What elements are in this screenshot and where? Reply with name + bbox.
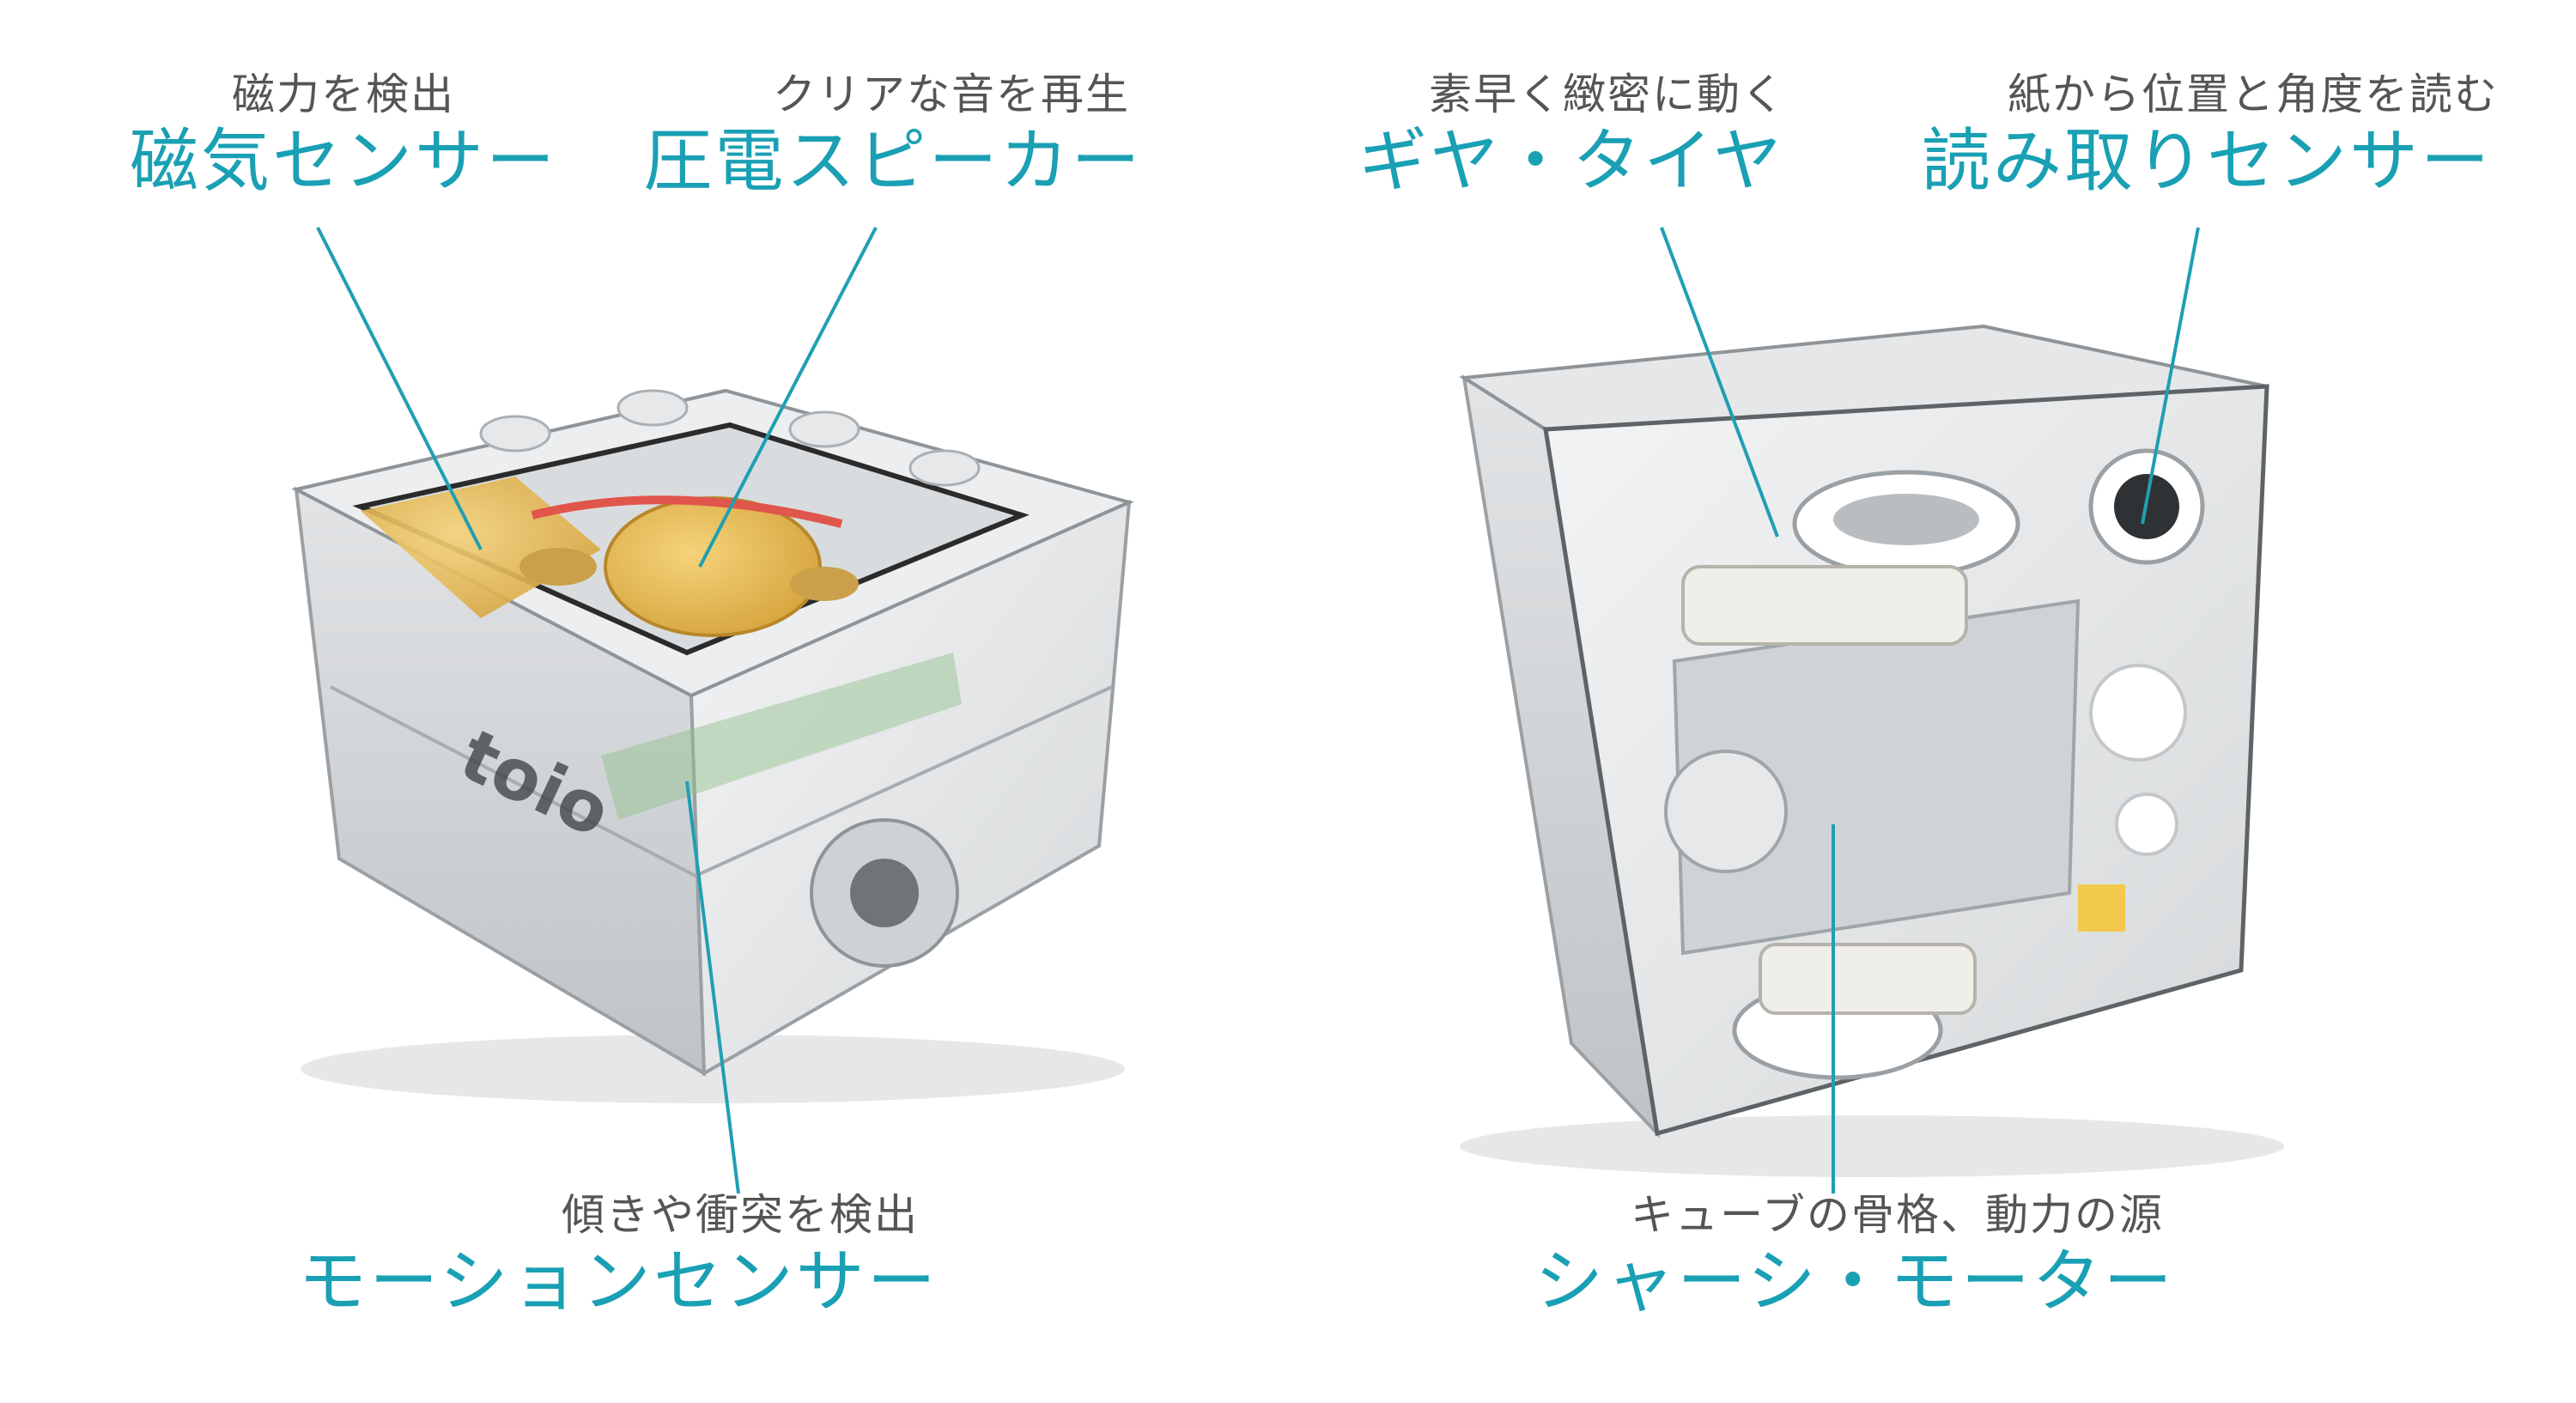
callout-magnetic-title: 磁気センサー [130,121,557,201]
callout-reader-subtitle: 紙から位置と角度を読む [2008,70,2499,119]
callout-motion-subtitle: 傾きや衝突を検出 [562,1190,919,1240]
callout-speaker: クリアな音を再生 圧電スピーカー [635,69,1151,203]
callout-speaker-title: 圧電スピーカー [643,121,1143,201]
left-cube-illustration [291,388,1134,1103]
callout-magnetic: 磁力を検出 磁気センサー [120,69,567,203]
leader-line-magnetic [316,227,483,550]
callout-speaker-subtitle: クリアな音を再生 [773,70,1130,119]
callout-chassis-subtitle: キューブの骨格、動力の源 [1631,1190,2164,1240]
leader-line-speaker [698,227,878,568]
leader-line-motion [685,780,740,1194]
callout-chassis: キューブの骨格、動力の源 シャーシ・モーター [1528,1189,2181,1323]
callout-gear-subtitle: 素早く緻密に動く [1429,70,1786,119]
right-cube-illustration [1459,324,2284,1177]
callout-magnetic-subtitle: 磁力を検出 [232,70,455,119]
callout-motion-title: モーションセンサー [298,1242,939,1321]
callout-motion: 傾きや衝突を検出 モーションセンサー [283,1189,953,1323]
speaker-disc [604,496,822,637]
callout-reader: 紙から位置と角度を読む 読み取りセンサー [1906,69,2507,203]
leader-line-gear [1660,227,1779,538]
leader-line-reader [2141,227,2200,525]
callout-gear: 素早く緻密に動く ギヤ・タイヤ [1348,69,1795,203]
callout-gear-title: ギヤ・タイヤ [1358,121,1784,201]
callout-reader-title: 読み取りセンサー [1922,121,2492,201]
leader-lines [316,227,2200,1194]
callout-chassis-title: シャーシ・モーター [1534,1242,2175,1321]
